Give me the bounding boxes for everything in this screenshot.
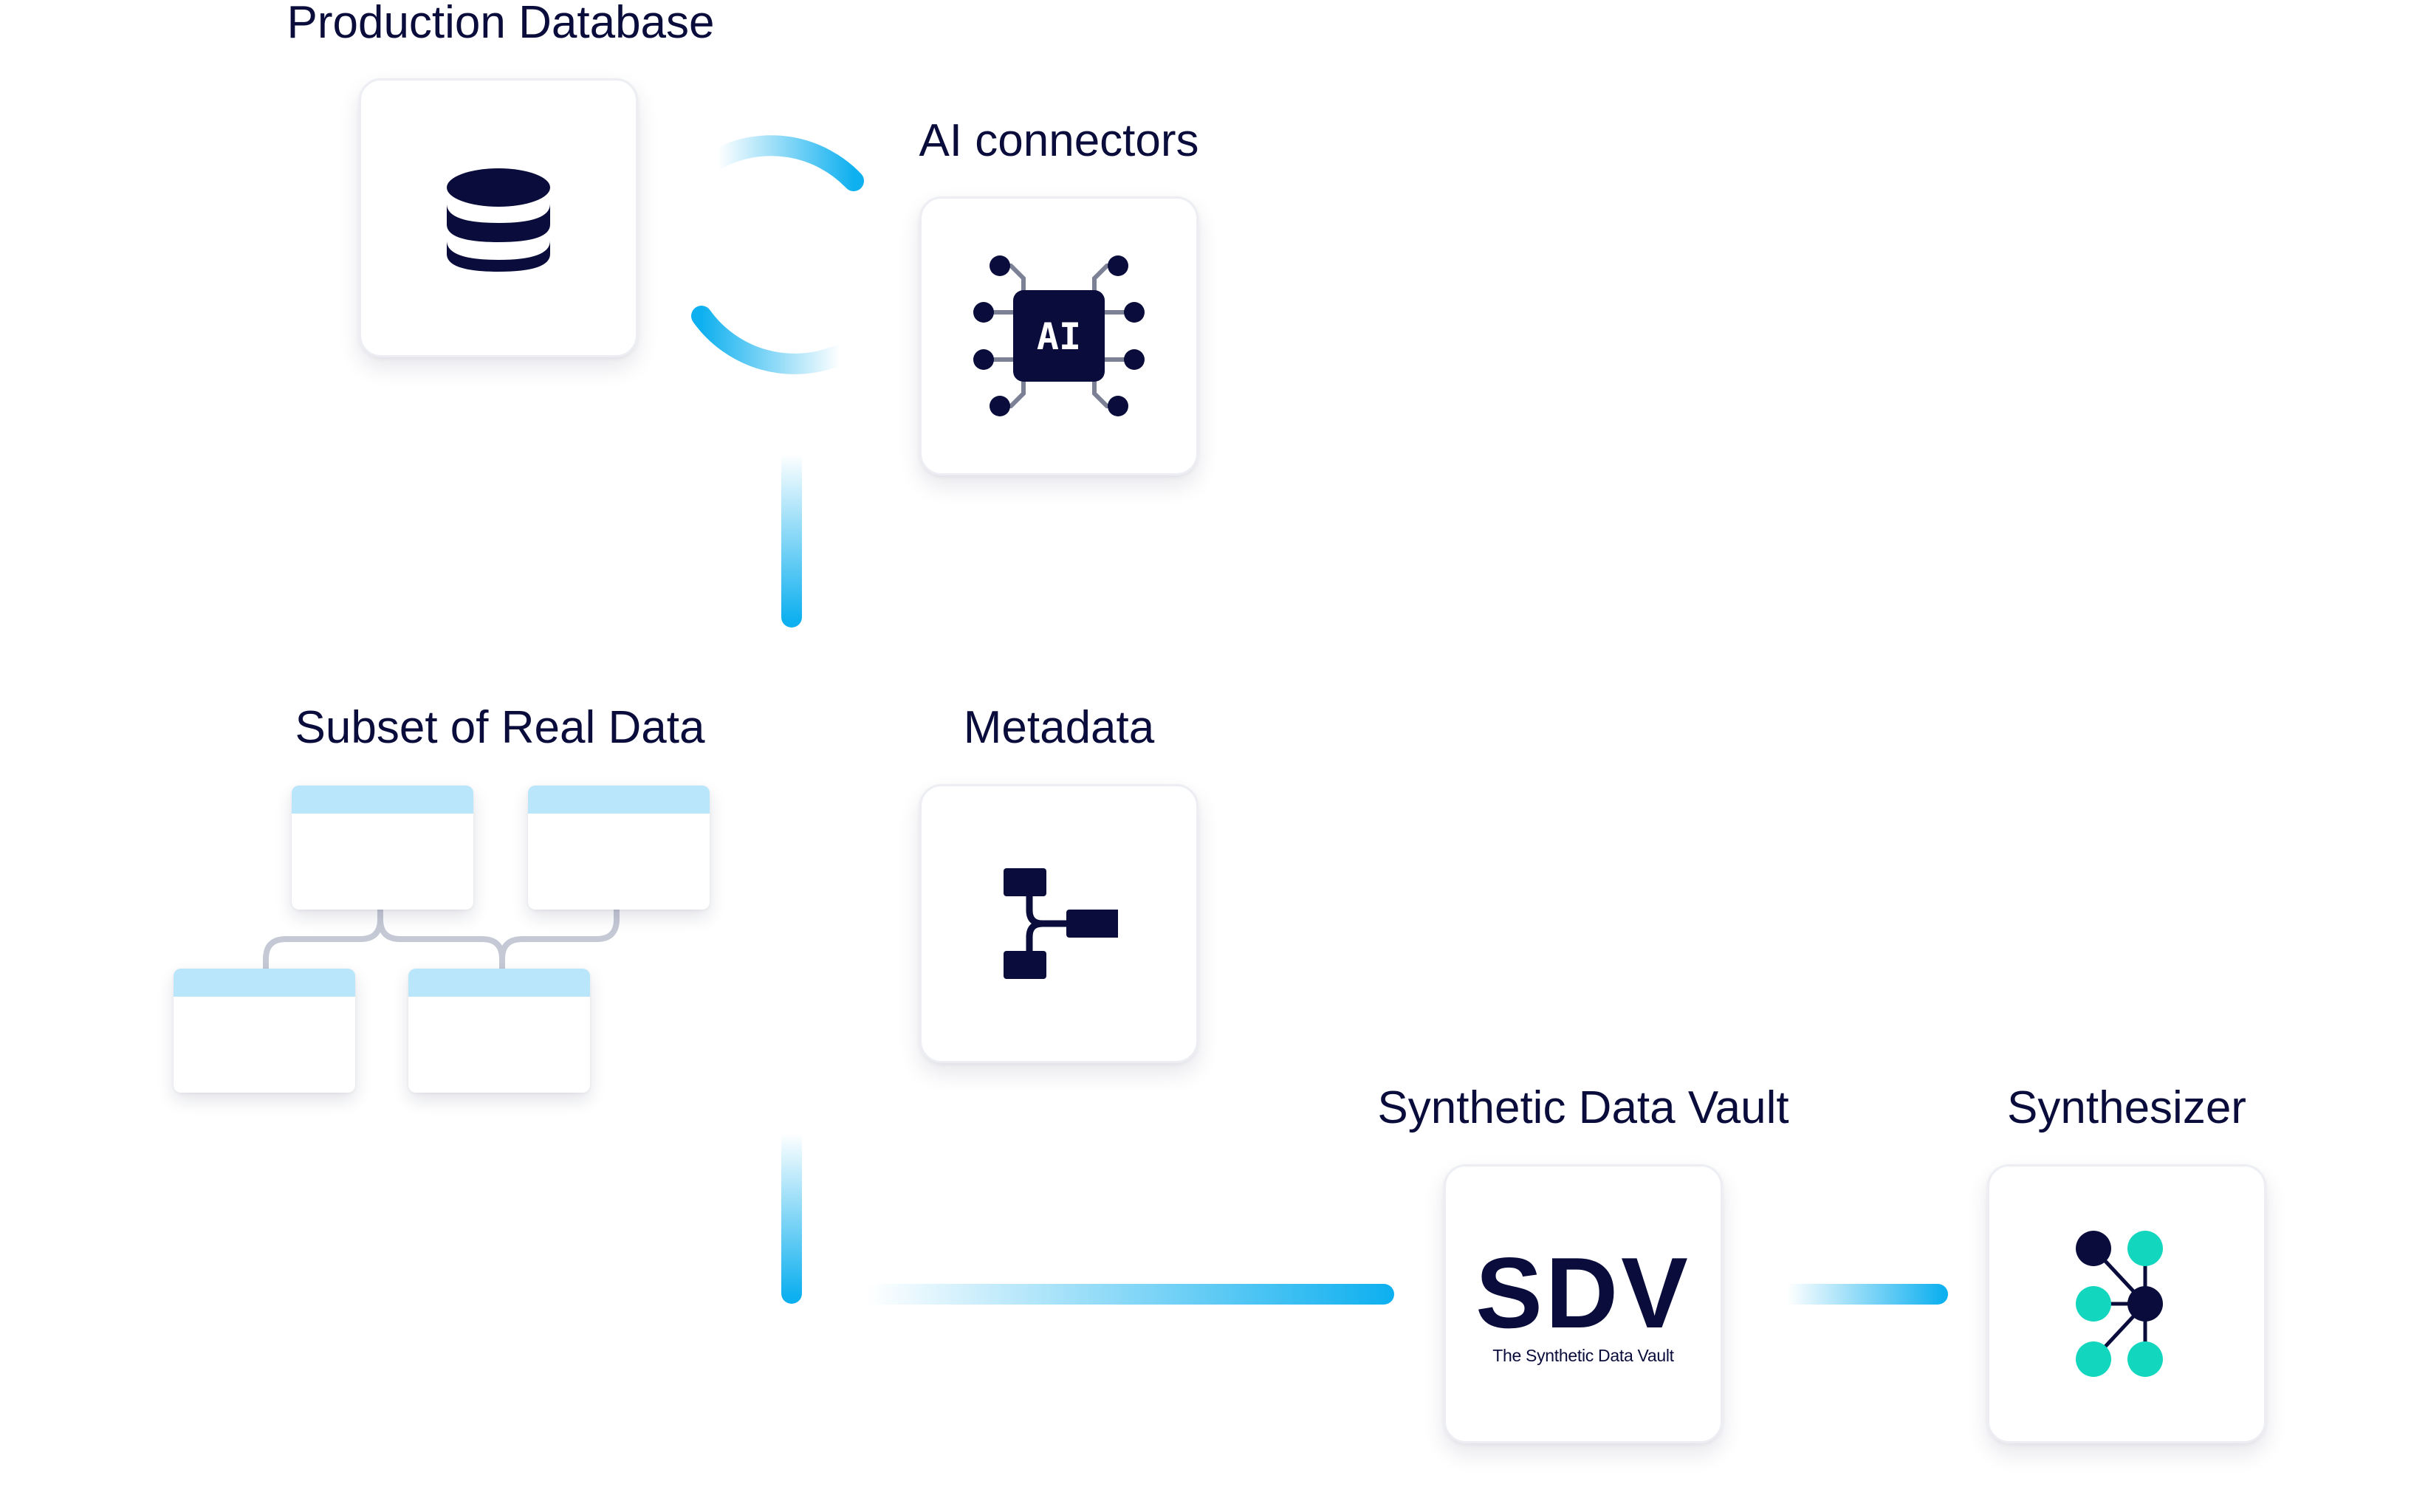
table-card [292, 786, 473, 910]
table-header [408, 969, 590, 997]
sdv-logo-text: SDV [1475, 1236, 1691, 1349]
table-header [292, 786, 473, 814]
table-header [528, 786, 710, 814]
ai-chip-text: AI [1037, 315, 1081, 358]
sdv-logo-tagline: The Synthetic Data Vault [1492, 1345, 1674, 1365]
network-nodes-icon [2076, 1231, 2163, 1377]
ai-connectors-card[interactable]: AI [919, 196, 1198, 475]
metadata-label: Metadata [963, 702, 1155, 753]
hierarchy-icon [1004, 868, 1118, 979]
arc-connector-bottom [691, 306, 851, 374]
synthesizer-label: Synthesizer [2007, 1082, 2246, 1133]
synthetic-data-vault-label: Synthetic Data Vault [1377, 1082, 1789, 1133]
synthetic-data-vault-card[interactable]: SDV The Synthetic Data Vault [1444, 1164, 1723, 1443]
table-card [528, 786, 710, 910]
arc-connector-top [707, 135, 864, 191]
metadata-card[interactable] [919, 784, 1198, 1063]
table-card [174, 969, 355, 1093]
ai-chip-icon: AI [973, 255, 1145, 416]
ai-connectors-label: AI connectors [919, 115, 1199, 166]
table-relation-lines [263, 907, 620, 972]
database-icon [447, 168, 550, 272]
sdv-logo: SDV The Synthetic Data Vault [1475, 1243, 1691, 1366]
subset-real-data-label: Subset of Real Data [295, 702, 705, 753]
production-database-card[interactable] [359, 78, 638, 357]
synthesizer-card[interactable] [1987, 1164, 2266, 1443]
table-header [174, 969, 355, 997]
production-database-label: Production Database [287, 0, 715, 48]
table-card [408, 969, 590, 1093]
